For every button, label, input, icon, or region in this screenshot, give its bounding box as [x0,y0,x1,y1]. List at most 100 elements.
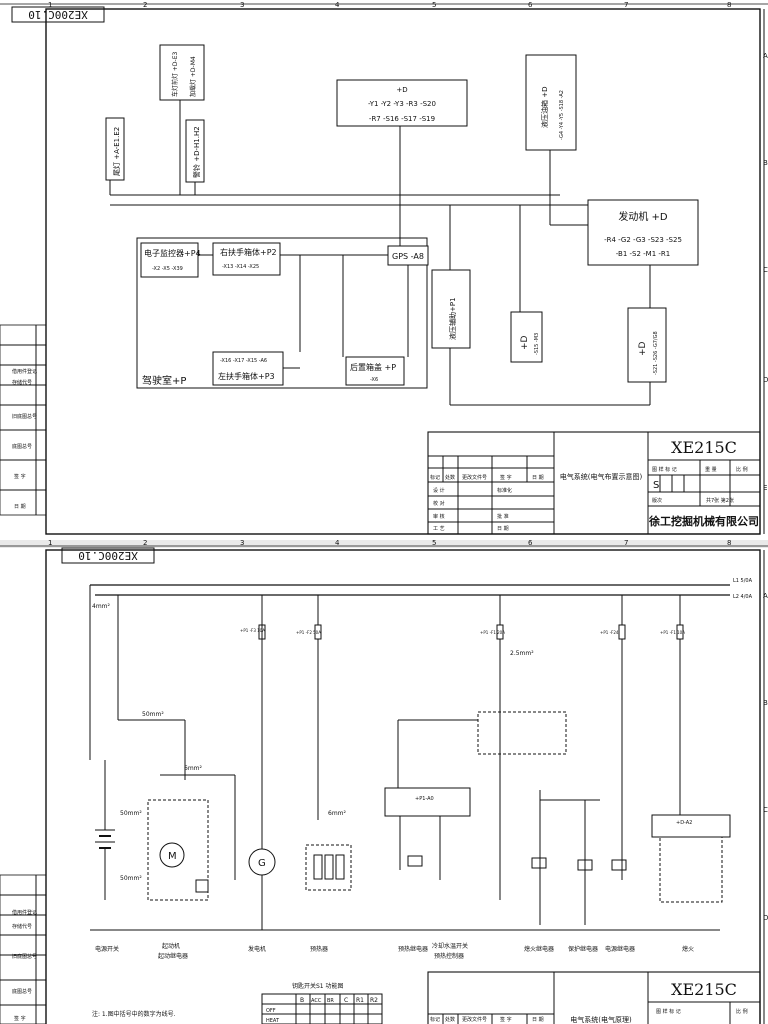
side-label-6: 日 期 [14,504,26,510]
title-block-1: XE215C 电气系统(电气布置示意图) 图 样 标 记 重 量 比 例 S 版… [427,431,761,535]
side2-label-2: 存储代号 [12,923,32,930]
model-number-2: XE215C [671,980,737,999]
ruler2-row-b: B [763,699,768,707]
tb2-rev-h5: 日 期 [532,1017,544,1023]
tb1-role-2: 校 对 [433,500,445,507]
module-a0 [384,787,471,817]
ecu-codes: -X2 -X5 -X39 [152,266,183,272]
ecu-label: 电子监控器+P4 [144,248,201,258]
fuse-2-label: +P1 -F2 50A [296,630,321,635]
tb2-rev-h4: 签 字 [500,1016,512,1023]
label-starter-relay: 起动继电器 [158,952,188,960]
tb1-sheet-info: 共7张 第2张 [706,497,734,504]
plusd-top-l1: +D [396,86,407,94]
work-light-box [159,44,205,101]
left-armrest-box [212,351,284,386]
side-label-4: 底图总号 [12,443,32,450]
ruler-row-c: C [763,266,768,274]
sheet-2-note: 注: 1.图中括号中的数字为线号. [92,1010,176,1018]
cab-label: 驾驶室+P [142,374,186,387]
fuse-4: +P1 -F24 [600,595,626,880]
ruler-col-3: 3 [240,1,244,9]
tb2-rev-h2: 处数 [445,1016,455,1023]
left-armrest-codes: -X16 -X17 -X15 -A6 [220,358,267,364]
wire-50mm-top: 50mm² [142,711,164,718]
engine-codes-1: -R4 -G2 -G3 -S23 -S25 [604,236,682,244]
hyd-label: 液压辅助+P1 [448,297,457,340]
ks-col-acc: ACC [311,998,322,1004]
ruler2-col-8: 8 [727,539,731,547]
label-preheat-relay: 预热继电器 [398,945,428,953]
right-armrest-codes: -X13 -X14 -X25 [222,264,259,270]
label-generator: 发电机 [248,945,266,953]
sheet-2: 1 2 3 4 5 6 7 8 A B C D 借用件登记 存储代号 旧底图总号… [0,539,768,1024]
ruler-col-7: 7 [624,1,628,9]
fuse-5-label: +P1 -F1 10A [660,630,685,635]
tb1-header-2: 重 量 [705,466,717,473]
wire-50mm-low: 50mm² [120,875,142,882]
ruler-row-e: E [763,484,767,492]
tb2-header-1: 图 样 标 记 [656,1008,681,1015]
ruler2-col-3: 3 [240,539,244,547]
oil-box-label: 液压油箱 +D [540,87,549,128]
tb1-role2-4: 日 期 [497,526,509,532]
tb1-role-1: 设 计 [433,487,445,494]
valve-sub: -S21 -S26 -G7/G8 [653,331,659,375]
sheet-1-frame [45,8,761,535]
tb1-revision: 版次 [652,497,662,504]
battery-icon [95,760,115,900]
side2-label-1: 借用件登记 [12,909,37,916]
tb2-rev-h3: 更改文件号 [462,1016,487,1023]
right-armrest-label: 右扶手箱体+P2 [220,247,277,257]
valve-label: +D [638,341,648,356]
plusd-top-box [336,79,468,127]
fuse-5: +P1 -F1 10A [660,595,685,815]
ks-col-r2: R2 [370,997,378,1004]
preheat-relay-icon [407,855,423,867]
top-ruler-2: 1 2 3 4 5 6 7 8 [48,539,731,547]
wire-2-5mm: 2.5mm² [510,650,534,657]
plusd-top-l3: -R7 -S16 -S17 -S19 [369,115,435,123]
ruler-col-8: 8 [727,1,731,9]
fuse-2: +P1 -F2 50A [296,595,322,820]
ruler2-col-4: 4 [335,539,340,547]
preheater-group [305,844,352,891]
cab-box [136,237,428,389]
fuse-3-label: +P1 -F1 20A [480,630,505,635]
tb1-stage: S [653,480,659,491]
side-label-1: 借用件登记 [12,368,37,375]
oil-box-sub: -G4 -Y4 -Y5 -S18 -A2 [559,90,565,140]
left-armrest-label: 左扶手箱体+P3 [218,371,275,381]
tb2-rev-h1: 标记 [430,1016,440,1023]
tb1-rev-h1: 标记 [430,474,440,481]
ruler2-row-d: D [763,914,768,922]
engine-codes-2: -B1 -S2 -M1 -R1 [616,250,671,258]
tb1-rev-h2: 处数 [445,474,455,481]
ks-row-off: OFF [266,1008,276,1014]
tb1-rev-h5: 日 期 [532,475,544,481]
ks-col-br: BR [327,998,334,1004]
ruler2-col-5: 5 [432,539,436,547]
label-coolant-switch: 冷却水温开关 [432,942,468,950]
bus-l2-label: L2 4/0A [733,594,753,600]
label-preheat-controller: 预热控制器 [434,952,464,960]
generator-letter: G [258,858,266,869]
fuse-1-label: +P1 -F3 10A [240,628,265,633]
tb1-company: 徐工挖掘机械有限公司 [648,514,759,528]
sheet-2-frame [45,549,761,1024]
side2-label-3: 旧底图总号 [12,953,37,960]
top-ruler-1: 1 2 3 4 5 6 7 8 [48,1,731,9]
tb1-role2-1: 标准化 [497,487,512,494]
ruler-col-4: 4 [335,1,340,9]
ruler-row-a: A [763,52,768,60]
sheet-1: 1 2 3 4 5 6 7 8 A B C D E 借用件登记 存储代号 旧底图… [0,1,768,535]
label-starter: 起动机 [162,942,180,950]
tb1-header-3: 比 例 [736,466,748,473]
fuse-4-label: +P1 -F24 [600,630,619,635]
sheet-2-title: 电气系统(电气原理) [570,1015,632,1024]
ruler-col-1: 1 [48,1,52,9]
ks-col-c: C [344,997,348,1004]
side2-label-5: 签 字 [14,1015,26,1022]
gps-label: GPS -A8 [392,252,424,261]
